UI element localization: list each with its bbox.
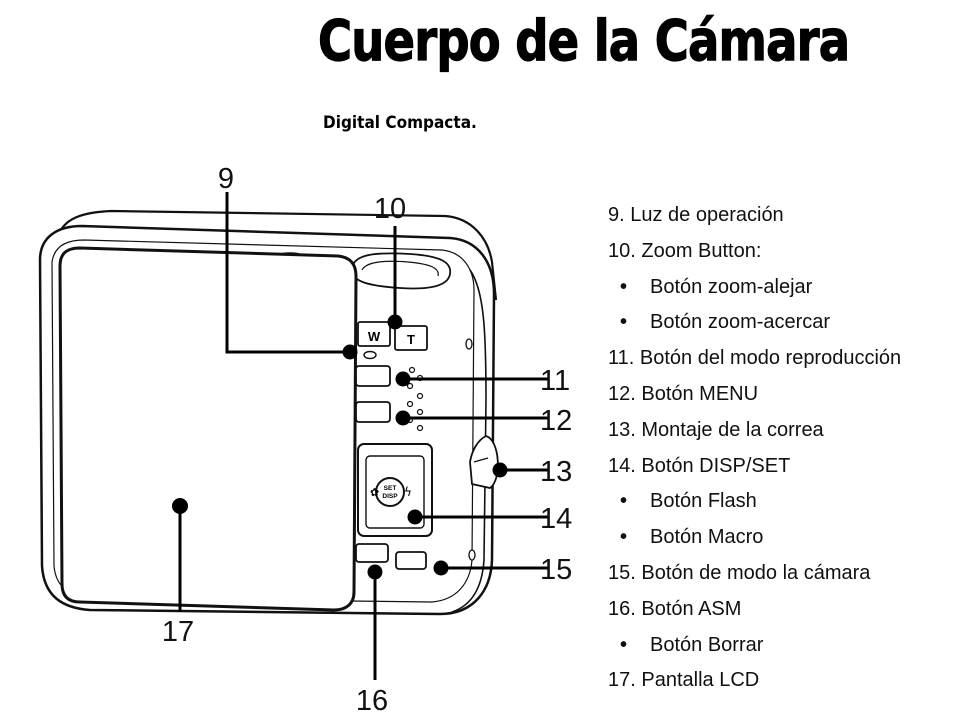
- callout-16: 16: [356, 685, 388, 717]
- callout-12: 12: [540, 405, 572, 437]
- leader-9: [225, 192, 350, 354]
- legend-text: 12. Botón MENU: [608, 382, 759, 405]
- legend-item: 13. Montaje de la correa: [608, 413, 901, 449]
- legend-text: 11. Botón del modo reproducción: [608, 347, 902, 370]
- legend-text: 15. Botón de modo la cámara: [608, 561, 871, 584]
- zoom-t-label: T: [407, 332, 415, 347]
- callout-9: 9: [218, 163, 234, 195]
- camera-mode-button: [395, 551, 427, 570]
- shutter-button: [351, 252, 451, 290]
- legend-sub-item: • Botón Borrar: [608, 628, 901, 664]
- legend-text: 17. Pantalla LCD: [608, 669, 760, 692]
- legend-text: 14. Botón DISP/SET: [608, 454, 791, 477]
- strap-mount: [469, 435, 499, 489]
- asm-button: [355, 543, 389, 563]
- page-title: Cuerpo de la Cámara: [318, 9, 851, 74]
- legend-text: Botón Borrar: [650, 633, 764, 656]
- legend-text: Botón Flash: [650, 490, 757, 513]
- bullet-icon: •: [620, 490, 628, 513]
- zoom-w-label: W: [368, 329, 381, 344]
- operation-light: [363, 350, 377, 360]
- side-hole: [465, 338, 473, 350]
- legend-sub-item: • Botón zoom-alejar: [608, 270, 901, 306]
- legend-sub-item: • Botón Macro: [608, 520, 901, 556]
- callout-13: 13: [540, 456, 572, 488]
- legend-sub-item: • Botón Flash: [608, 484, 901, 520]
- dot-9: [342, 344, 358, 360]
- callout-14: 14: [540, 503, 572, 535]
- callout-10: 10: [374, 193, 406, 225]
- legend-sub-item: • Botón zoom-acercar: [608, 305, 901, 341]
- bullet-icon: •: [620, 311, 628, 334]
- legend-item: 11. Botón del modo reproducción: [608, 341, 901, 377]
- dot-13: [492, 462, 508, 478]
- legend-item: 16. Botón ASM: [608, 592, 901, 628]
- legend-item: 9. Luz de operación: [608, 198, 901, 234]
- camera-body-front-edge: [451, 269, 487, 613]
- page-subtitle: Digital Compacta.: [323, 113, 477, 133]
- macro-icon: ✿: [370, 486, 379, 499]
- legend-text: 9. Luz de operación: [608, 204, 784, 226]
- legend-item: 12. Botón MENU: [608, 377, 901, 413]
- legend-item: 10. Zoom Button:: [608, 234, 901, 270]
- legend-text: 13. Montaje de la correa: [608, 418, 824, 441]
- menu-button: [355, 401, 391, 423]
- legend-text: Botón Macro: [650, 526, 764, 549]
- legend-item: 14. Botón DISP/SET: [608, 449, 901, 485]
- dot-16: [367, 564, 383, 580]
- bullet-icon: •: [620, 275, 628, 298]
- callout-17: 17: [162, 616, 194, 648]
- zoom-out-button: [357, 321, 391, 347]
- disp-set-button: [375, 477, 405, 507]
- dot-17: [172, 498, 188, 514]
- legend-text: 10. Zoom Button:: [608, 239, 762, 262]
- dot-14: [407, 509, 423, 525]
- legend-list: 9. Luz de operación 10. Zoom Button: • Botó…: [608, 198, 901, 699]
- disp-label: DISP: [382, 493, 398, 500]
- legend-text: Botón zoom-acercar: [650, 311, 831, 334]
- callout-15: 15: [540, 554, 572, 586]
- zoom-in-button: [394, 325, 428, 351]
- lcd-screen: [58, 246, 358, 612]
- legend-item: 15. Botón de modo la cámara: [608, 556, 901, 592]
- legend-text: 16. Botón ASM: [608, 597, 742, 620]
- bullet-icon: •: [620, 633, 628, 656]
- bullet-icon: •: [620, 526, 628, 549]
- callout-11: 11: [540, 365, 570, 397]
- flash-icon: ϟ: [404, 485, 412, 499]
- dot-12: [395, 410, 411, 426]
- playback-button: [355, 365, 391, 387]
- dot-11: [395, 371, 411, 387]
- dot-15: [433, 560, 449, 576]
- camera-body-top: [56, 209, 498, 301]
- dot-10: [387, 314, 403, 330]
- legend-text: Botón zoom-alejar: [650, 275, 813, 298]
- side-hole: [468, 549, 476, 561]
- set-label: SET: [384, 485, 397, 492]
- legend-item: 17. Pantalla LCD: [608, 663, 901, 699]
